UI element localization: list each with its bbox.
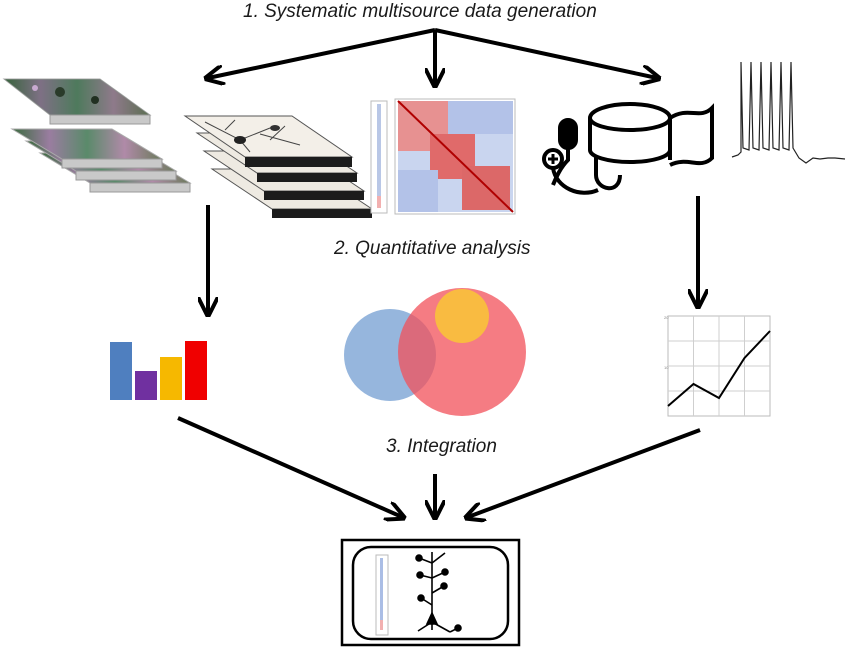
bar	[160, 357, 182, 400]
venn-circle-red	[398, 288, 526, 416]
arrow-to-physiology	[434, 28, 657, 78]
arrow-bar-to-model	[177, 416, 402, 517]
fluorescence-image-stack-icon	[2, 78, 192, 193]
bar	[110, 342, 132, 400]
correlation-matrix-icon	[370, 98, 516, 215]
neuron-image-stack-icon	[183, 115, 374, 218]
line-axis-tick: 10	[664, 365, 669, 370]
step-3-label: 3. Integration	[386, 436, 497, 457]
arrow-line-to-model	[468, 428, 701, 517]
bar	[185, 341, 207, 400]
line-axis-tick: 20	[664, 315, 669, 320]
line-series	[667, 330, 771, 407]
line-chart-icon: 20 10	[664, 315, 771, 417]
spike-trace-icon	[731, 61, 846, 164]
bar-chart-icon	[110, 341, 207, 400]
step-2-label: 2. Quantitative analysis	[334, 238, 531, 259]
arrow-to-images	[208, 28, 436, 78]
bar	[135, 371, 157, 400]
blood-pressure-cuff-icon	[542, 102, 714, 195]
venn-diagram-icon	[344, 288, 526, 416]
venn-circle-gold	[435, 289, 489, 343]
step-1-label: 1. Systematic multisource data generatio…	[243, 1, 597, 22]
integrated-neuron-model-icon	[340, 538, 521, 647]
arrows	[177, 28, 701, 517]
